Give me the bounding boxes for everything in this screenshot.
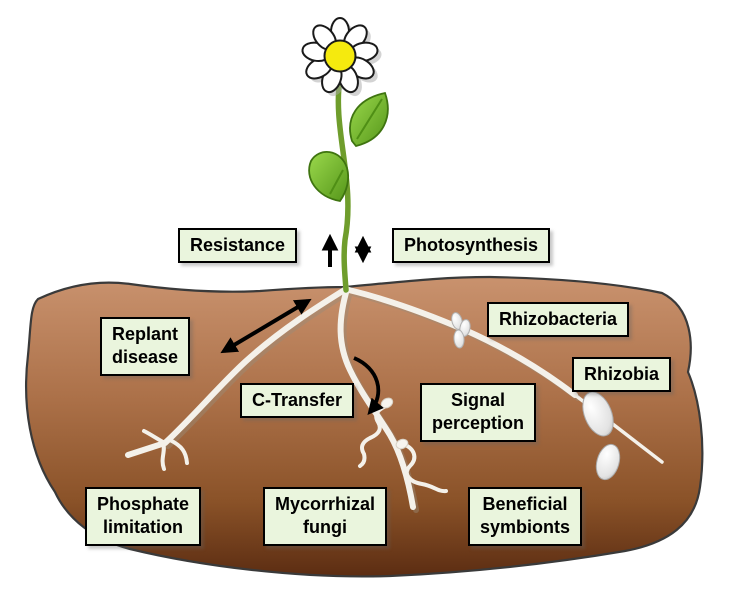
- plant-stem: [335, 75, 351, 293]
- label-mycorrhizal-fungi: Mycorrhizal fungi: [263, 487, 388, 546]
- label-rhizobacteria: Rhizobacteria: [487, 302, 630, 338]
- bidirectional-diagonal-arrow: [220, 298, 312, 354]
- label-c-transfer: C-Transfer: [240, 383, 355, 419]
- daisy-flower: [301, 17, 382, 97]
- rhizobia-nodule-small: [595, 443, 621, 481]
- hyphae-attachment-nub: [395, 438, 409, 450]
- label-resistance: Resistance: [178, 228, 298, 264]
- label-photosynthesis: Photosynthesis: [392, 228, 551, 264]
- label-replant-disease: Replant disease: [100, 317, 191, 376]
- mycorrhizal-hyphae: [358, 397, 448, 494]
- label-phosphate-limitation: Phosphate limitation: [85, 487, 202, 546]
- root-left-branch-right: [168, 438, 189, 465]
- label-rhizobia: Rhizobia: [572, 357, 671, 393]
- leaves: [308, 91, 389, 202]
- rhizobia-nodules: [582, 391, 621, 481]
- rhizobacteria-cluster: [451, 312, 471, 349]
- leaf-right-vein: [356, 98, 383, 140]
- leaf-left-vein: [329, 169, 344, 195]
- rhizobia-nodule-large: [582, 391, 614, 437]
- curved-transfer-arrow: [353, 356, 384, 416]
- label-beneficial-symbionts: Beneficial symbionts: [468, 487, 583, 546]
- label-signal-perception: Signal perception: [420, 383, 537, 442]
- leaf-left: [308, 151, 350, 202]
- root-left: [125, 286, 349, 458]
- root-left-branch-mid: [160, 440, 166, 471]
- flower-center: [323, 39, 357, 73]
